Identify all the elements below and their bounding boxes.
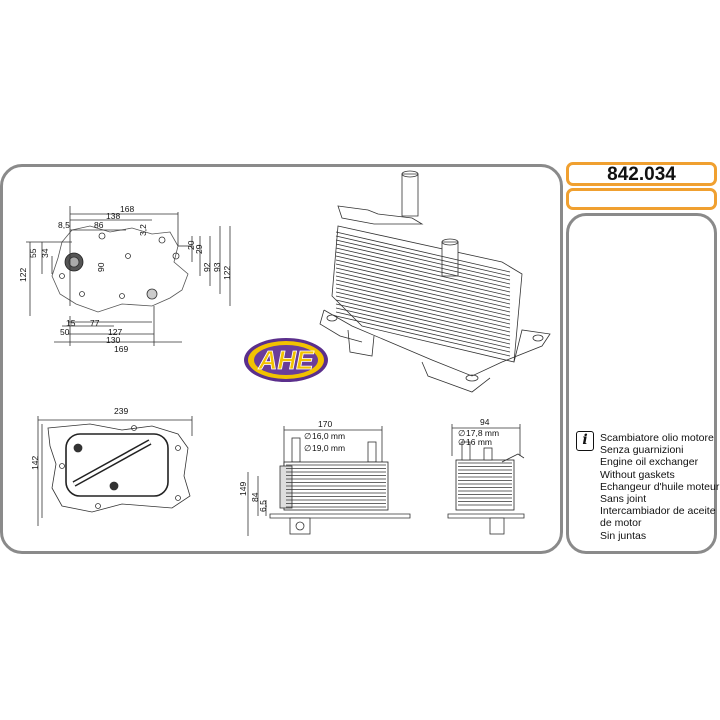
fin-line	[335, 251, 511, 293]
dim-84: 84	[250, 492, 260, 502]
side-port-16: 16,0 mm	[312, 431, 345, 441]
dim-149: 149	[238, 482, 248, 496]
end-fins	[458, 462, 512, 506]
dim-86: 86	[94, 220, 104, 230]
description-line: Senza guarnizioni	[600, 444, 684, 457]
fin-line	[335, 235, 511, 277]
fin-line	[335, 267, 511, 309]
dim-122-right: 122	[222, 266, 232, 280]
diameter-symbol-4: ∅	[458, 437, 466, 447]
dim-29: 29	[194, 244, 204, 254]
logo-text: AHE	[258, 345, 315, 375]
description-line: Sans joint	[600, 493, 647, 506]
fin-line	[335, 299, 511, 341]
description-line: Echangeur d'huile moteur	[600, 480, 720, 493]
info-block: i Scambiatore olio motore Senza guarnizi…	[566, 213, 719, 554]
dim-55: 55	[28, 248, 38, 258]
dim-122-left: 122	[18, 268, 28, 282]
fin-line	[335, 247, 511, 289]
fin-line	[335, 311, 511, 353]
isometric-view	[319, 170, 551, 393]
dim-127: 127	[108, 327, 122, 337]
dim-239: 239	[114, 406, 128, 416]
secondary-code-box	[566, 188, 717, 210]
dim-138: 138	[106, 211, 120, 221]
fin-line	[335, 239, 511, 281]
side-fins	[286, 464, 386, 508]
cooler-fins	[335, 231, 511, 357]
ahe-logo: AHE	[244, 338, 328, 382]
dim-93: 93	[212, 262, 222, 272]
dim-168: 168	[120, 204, 134, 214]
dim-92: 92	[202, 262, 212, 272]
dim-90: 90	[96, 262, 106, 272]
dim-50: 50	[60, 327, 70, 337]
description-line: Engine oil exchanger	[600, 456, 699, 469]
description-line: Scambiatore olio motore	[600, 432, 714, 444]
dim-170: 170	[318, 419, 332, 429]
description-line: Intercambiador de aceite	[600, 505, 716, 518]
fin-line	[335, 315, 511, 357]
fin-line	[335, 243, 511, 285]
side-port-19: 19,0 mm	[312, 443, 345, 453]
dim-142: 142	[30, 456, 40, 470]
technical-drawing: 168 138 8,5 86 3,2 20 29 55 34 90 122 92…	[18, 170, 551, 536]
dim-8-5: 8,5	[58, 220, 70, 230]
dim-6-5: 6,5	[258, 500, 268, 512]
diameter-symbol-3: ∅	[458, 428, 466, 438]
product-code: 842.034	[566, 162, 717, 186]
description-line: de motor	[600, 517, 642, 530]
dim-3-2: 3,2	[138, 224, 148, 236]
fin-line	[335, 255, 511, 297]
fin-line	[335, 279, 511, 321]
end-port-17-8: 17,8 mm	[466, 428, 499, 438]
dim-77: 77	[90, 318, 100, 328]
fin-line	[335, 231, 511, 273]
description-line: Without gaskets	[600, 468, 675, 481]
top-view	[26, 206, 231, 346]
dim-20: 20	[186, 240, 196, 250]
dim-169: 169	[114, 344, 128, 354]
fin-line	[335, 303, 511, 345]
underside-view	[37, 416, 193, 526]
diameter-symbol-1: ∅	[304, 431, 312, 441]
info-panel	[566, 213, 717, 554]
fin-line	[335, 271, 511, 313]
description-list: Scambiatore olio motore Senza guarnizion…	[600, 432, 719, 542]
fin-line	[335, 275, 511, 317]
dim-34: 34	[40, 248, 50, 258]
dim-94: 94	[480, 417, 490, 427]
diameter-symbol-2: ∅	[304, 443, 312, 453]
fin-line	[335, 295, 511, 337]
fin-line	[335, 291, 511, 333]
description-line: Sin juntas	[600, 529, 647, 542]
fin-line	[335, 259, 511, 301]
fin-line	[335, 287, 511, 329]
dim-15: 15	[66, 318, 76, 328]
fin-line	[335, 263, 511, 305]
fin-line	[335, 307, 511, 349]
dim-130: 130	[106, 335, 120, 345]
fin-line	[335, 283, 511, 325]
info-icon: i	[576, 431, 594, 451]
end-port-16: 16 mm	[466, 437, 492, 447]
